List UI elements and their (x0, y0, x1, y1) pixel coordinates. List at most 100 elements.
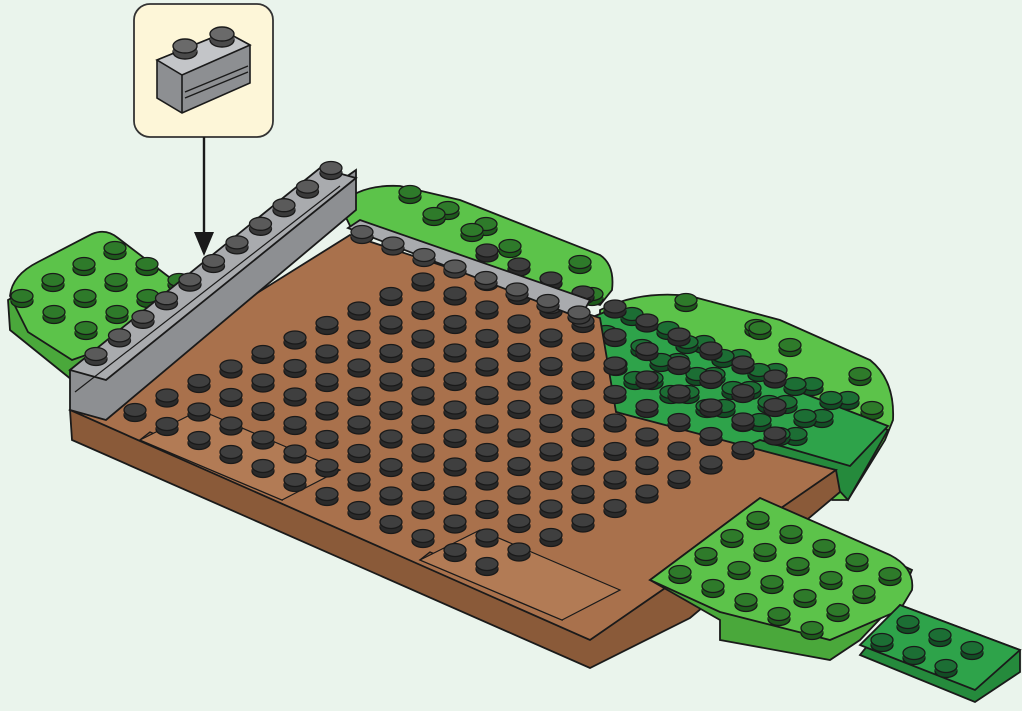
stud-icon (226, 236, 248, 254)
stud-icon (572, 372, 594, 390)
stud-icon (412, 359, 434, 377)
stud-icon (604, 300, 626, 318)
stud-icon (399, 186, 421, 204)
stud-icon (348, 502, 370, 520)
stud-icon (380, 373, 402, 391)
stud-icon (572, 343, 594, 361)
stud-icon (668, 442, 690, 460)
stud-icon (316, 374, 338, 392)
stud-icon (380, 459, 402, 477)
stud-icon (136, 258, 158, 276)
stud-icon (412, 530, 434, 548)
stud-icon (380, 402, 402, 420)
stud-icon (784, 378, 806, 396)
stud-icon (540, 472, 562, 490)
stud-icon (252, 403, 274, 421)
stud-icon (348, 445, 370, 463)
stud-icon (284, 445, 306, 463)
stud-icon (42, 274, 64, 292)
stud-icon (412, 473, 434, 491)
stud-icon (604, 443, 626, 461)
stud-icon (794, 590, 816, 608)
stud-icon (380, 316, 402, 334)
stud-icon (316, 345, 338, 363)
stud-icon (348, 416, 370, 434)
stud-icon (508, 458, 530, 476)
stud-icon (179, 273, 201, 291)
stud-icon (412, 444, 434, 462)
stud-icon (444, 316, 466, 334)
stud-icon (348, 359, 370, 377)
stud-icon (316, 402, 338, 420)
stud-icon (106, 306, 128, 324)
stud-icon (412, 302, 434, 320)
stud-icon (572, 514, 594, 532)
stud-icon (252, 460, 274, 478)
stud-icon (871, 634, 893, 652)
stud-icon (284, 388, 306, 406)
stud-icon (768, 608, 790, 626)
stud-icon (569, 256, 591, 274)
stud-icon (572, 400, 594, 418)
stud-icon (508, 515, 530, 533)
front-dark-green-plate (860, 605, 1020, 702)
stud-icon (732, 356, 754, 374)
stud-icon (668, 414, 690, 432)
stud-icon (846, 554, 868, 572)
stud-icon (252, 374, 274, 392)
stud-icon (220, 389, 242, 407)
stud-icon (540, 415, 562, 433)
stud-icon (604, 500, 626, 518)
stud-icon (348, 388, 370, 406)
stud-icon (284, 417, 306, 435)
stud-icon (156, 418, 178, 436)
stud-icon (476, 444, 498, 462)
stud-icon (508, 543, 530, 561)
stud-icon (105, 274, 127, 292)
stud-icon (220, 360, 242, 378)
stud-icon (156, 292, 178, 310)
stud-icon (476, 387, 498, 405)
stud-icon (461, 224, 483, 242)
stud-icon (348, 331, 370, 349)
stud-icon (252, 431, 274, 449)
stud-icon (43, 306, 65, 324)
stud-icon (827, 604, 849, 622)
stud-icon (735, 594, 757, 612)
stud-icon (297, 180, 319, 198)
stud-icon (961, 642, 983, 660)
part-callout (134, 4, 273, 137)
stud-icon (444, 515, 466, 533)
stud-icon (702, 580, 724, 598)
stud-icon (540, 329, 562, 347)
stud-icon (444, 344, 466, 362)
stud-icon (475, 272, 497, 290)
stud-icon (380, 516, 402, 534)
stud-icon (220, 446, 242, 464)
stud-icon (787, 558, 809, 576)
stud-icon (380, 487, 402, 505)
stud-icon (749, 322, 771, 340)
stud-icon (732, 385, 754, 403)
stud-icon (316, 431, 338, 449)
stud-icon (537, 295, 559, 313)
stud-icon (604, 471, 626, 489)
stud-icon (721, 530, 743, 548)
stud-icon (764, 370, 786, 388)
stud-icon (444, 458, 466, 476)
stud-icon (104, 242, 126, 260)
stud-icon (540, 443, 562, 461)
stud-icon (109, 329, 131, 347)
stud-icon (794, 410, 816, 428)
stud-icon (820, 392, 842, 410)
stud-icon (250, 217, 272, 235)
stud-icon (668, 357, 690, 375)
stud-icon (508, 486, 530, 504)
stud-icon (74, 290, 96, 308)
stud-icon (700, 399, 722, 417)
stud-icon (669, 566, 691, 584)
stud-icon (413, 249, 435, 267)
stud-icon (73, 258, 95, 276)
stud-icon (540, 358, 562, 376)
